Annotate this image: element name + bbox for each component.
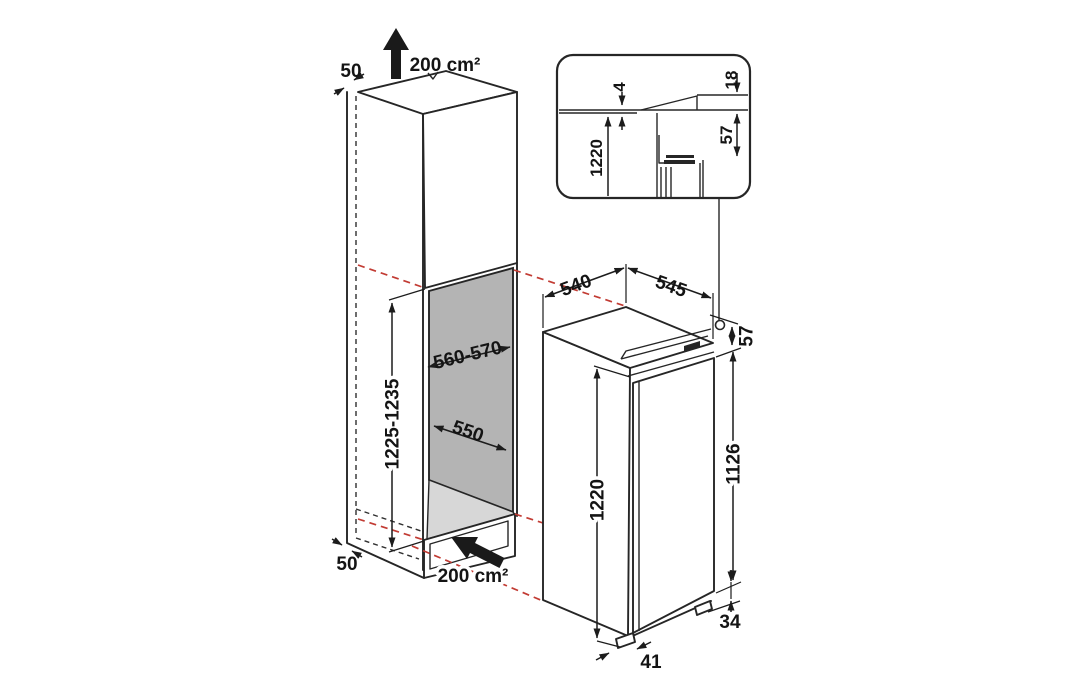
detail-hinge-plate [666,155,694,158]
top-vent-arrow-icon [383,28,409,79]
projection-lines [357,264,626,602]
dim-door-height: 1126 [724,443,745,484]
dim-extension [707,582,741,613]
cabinet-niche [423,266,517,579]
cabinet-upper-front-face [422,91,518,289]
detail-fridge-section-lines [660,160,704,197]
dim-extension [715,581,742,594]
projection-line [514,513,544,524]
fridge-top-rail [620,328,712,360]
detail-callout-circle [714,319,726,331]
dim-arrow [351,550,363,559]
bottom-vent-arrow-icon [451,537,505,568]
dim-extension [709,314,742,358]
plinth-hidden-bottom-edge [355,537,420,560]
dim-arrow [333,87,345,96]
dim-plinth-height: 34 [719,612,741,633]
dim-top-clearance: 50 [340,61,361,82]
plinth-hidden-top-edge [355,508,425,533]
dim-detail-cover-thickness: 4 [610,82,629,92]
fridge-side-panel [542,331,631,637]
dim-line [433,425,507,451]
dim-arrow [353,72,365,81]
detail-inset-frame [555,53,752,200]
dim-appliance-width: 540 [558,271,595,302]
projection-line [513,269,626,307]
dim-arrow [595,652,610,661]
detail-inset [555,53,752,331]
dim-bottom-vent-area: 200 cm² [438,566,509,587]
dim-detail-niche-height: 1220 [587,139,606,177]
dim-bottom-clearance: 50 [336,554,357,575]
projection-line [357,264,426,289]
fridge-front-foot [615,632,636,649]
cabinet-drawing [346,70,518,579]
dim-detail-hinge-clearance: 57 [717,126,736,145]
dim-detail-top-overlap: 18 [722,71,741,90]
dim-foot-inset: 41 [640,652,662,673]
plinth-frame-inner [429,520,509,570]
dim-line [627,267,712,299]
detail-hinge-plate [664,160,695,164]
projection-line [357,518,425,541]
detail-inset-dimensions: 4 18 57 1220 [587,71,741,196]
dim-top-vent-area: 200 cm² [410,55,481,76]
fridge-door-top-edge [627,351,715,377]
fridge-door [632,357,715,634]
dim-appliance-height: 1220 [588,479,609,521]
dim-appliance-depth: 545 [652,272,689,303]
fridge-top-face [542,306,714,369]
wall-and-floor-line [346,91,425,579]
dim-extension [388,288,426,553]
fridge-vent-slot [684,341,700,352]
dim-top-hinge-offset: 57 [737,325,758,346]
fridge-drawing [542,306,715,649]
dim-extension [542,264,627,328]
dim-line [544,267,625,298]
top-vent-tick [427,71,439,80]
fridge-rear-foot [694,600,713,616]
niche-back-panel [428,266,514,514]
dim-niche-height: 1225-1235 [383,378,404,469]
dim-arrow [331,537,343,546]
dim-arrow [636,641,652,650]
dim-extension [593,365,631,648]
dim-line [427,345,511,369]
detail-air-deflector [640,95,698,111]
